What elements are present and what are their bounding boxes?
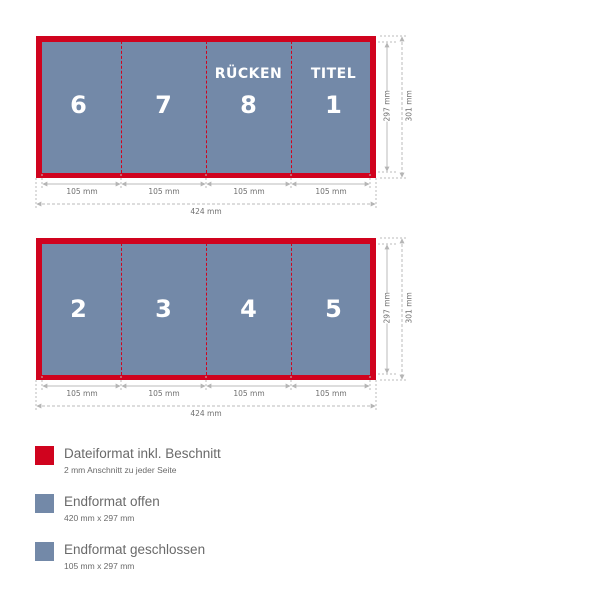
panel-number: 8 [240, 91, 257, 119]
panel-number: 1 [325, 91, 342, 119]
legend-swatch-open [35, 494, 54, 513]
fold-line [121, 238, 122, 380]
panel-number: 7 [155, 91, 172, 119]
panel-title-ruecken: RÜCKEN [214, 66, 283, 82]
panel-number: 6 [70, 91, 87, 119]
legend-subtitle: 105 mm x 297 mm [64, 561, 135, 571]
fold-line [206, 238, 207, 380]
height-label: 297 mm [382, 90, 392, 122]
total-width-label: 424 mm [190, 207, 222, 216]
panel-width-label: 105 mm [124, 187, 204, 196]
panel-number: 5 [325, 295, 342, 323]
panel-number: 4 [240, 295, 257, 323]
panel-width-label: 105 mm [294, 187, 368, 196]
height-label: 297 mm [382, 292, 392, 324]
panel-width-label: 105 mm [294, 389, 368, 398]
legend-title: Endformat geschlossen [64, 542, 206, 557]
legend-swatch-closed [35, 542, 54, 561]
legend-title: Endformat offen [64, 494, 160, 509]
fold-line [206, 36, 207, 178]
legend-title: Dateiformat inkl. Beschnitt [64, 446, 221, 461]
panel-title-titel: TITEL [310, 66, 357, 82]
panel-number: 2 [70, 295, 87, 323]
panel-width-label: 105 mm [44, 187, 120, 196]
sheet-inside: 2 3 4 5 [36, 238, 376, 380]
total-height-label: 301 mm [404, 90, 414, 122]
panel-width-label: 105 mm [209, 389, 289, 398]
panel-number: 3 [155, 295, 172, 323]
fold-line [121, 36, 122, 178]
panel-width-label: 105 mm [124, 389, 204, 398]
panel-width-label: 105 mm [209, 187, 289, 196]
total-height-label: 301 mm [404, 292, 414, 324]
legend-swatch-bleed [35, 446, 54, 465]
legend-subtitle: 2 mm Anschnitt zu jeder Seite [64, 465, 177, 475]
total-width-label: 424 mm [190, 409, 222, 418]
sheet-outside: 6 7 RÜCKEN 8 TITEL 1 [36, 36, 376, 178]
panel-width-label: 105 mm [44, 389, 120, 398]
fold-line [291, 238, 292, 380]
fold-line [291, 36, 292, 178]
legend-subtitle: 420 mm x 297 mm [64, 513, 135, 523]
